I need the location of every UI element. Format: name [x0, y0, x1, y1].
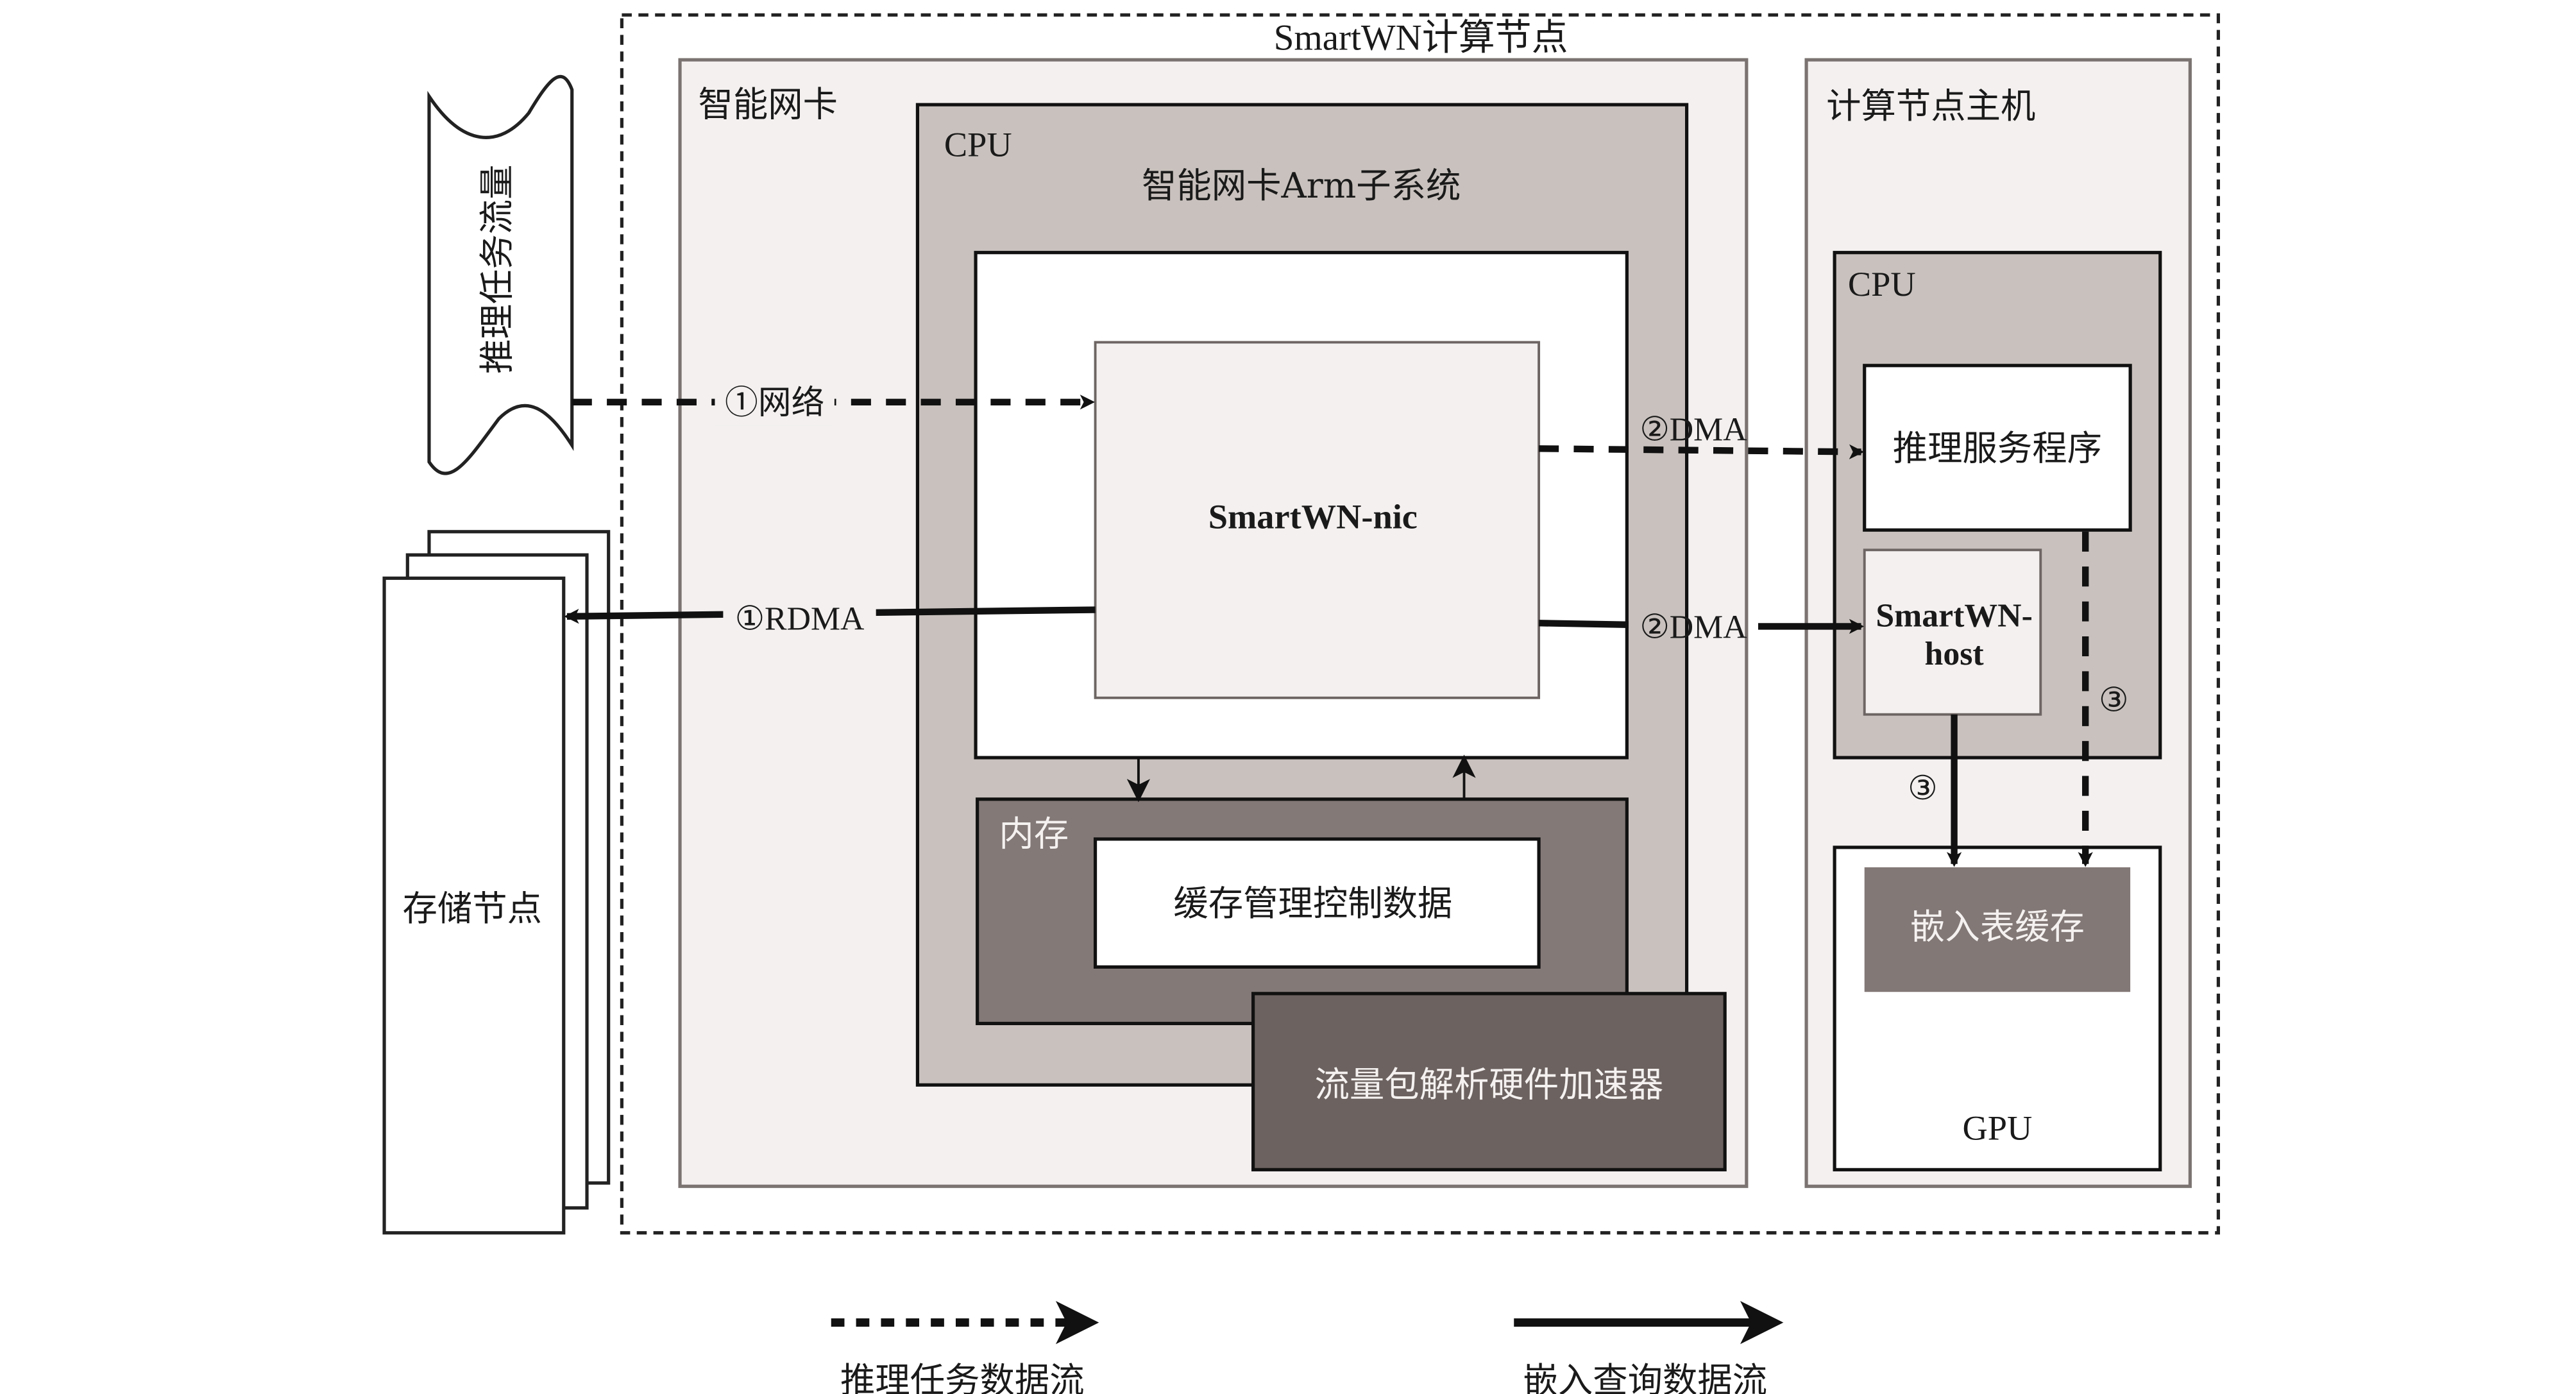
nic-memory-title: 内存 — [999, 813, 1069, 854]
dma-query-flow-line — [1538, 620, 1629, 629]
embedding-cache-box — [1864, 867, 2131, 992]
smartwn-node-title: SmartWN计算节点 — [1274, 18, 1568, 58]
smartwn-host-module — [1863, 548, 2042, 716]
smartwn-host-label-line2: host — [1925, 636, 1985, 672]
smartwn-node-boundary — [620, 13, 2220, 1235]
cache-control-data-label: 缓存管理控制数据 — [1173, 883, 1452, 924]
arm-subsystem-title: 智能网卡Arm子系统 — [1142, 166, 1461, 206]
embedding-cache-label: 嵌入表缓存 — [1910, 906, 2085, 947]
legend: 推理任务数据流 嵌入查询数据流 — [831, 1300, 1784, 1394]
cache-control-data-box — [1093, 837, 1541, 969]
step3-query-label: ③ — [1908, 770, 1937, 807]
network-flow-label: ①网络 — [725, 384, 824, 422]
storage-node — [382, 576, 566, 1235]
dma-task-flow-arrow — [1539, 444, 1865, 459]
traffic-source-label: 推理任务流量 — [477, 164, 517, 373]
dma-task-flow-label: ②DMA — [1640, 411, 1747, 448]
smart-nic-title: 智能网卡 — [699, 84, 838, 124]
storage-node-label: 存储节点 — [403, 888, 542, 929]
accelerator-label: 流量包解析硬件加速器 — [1315, 1064, 1664, 1105]
legend-query-flow-label: 嵌入查询数据流 — [1523, 1360, 1768, 1394]
rdma-flow-label: ①RDMA — [735, 601, 865, 638]
smartwn-nic-label: SmartWN-nic — [1208, 498, 1418, 536]
inference-service-label: 推理服务程序 — [1893, 428, 2102, 468]
step3-task-label: ③ — [2099, 683, 2128, 719]
gpu-title: GPU — [1963, 1109, 2033, 1148]
host-title: 计算节点主机 — [1826, 86, 2035, 126]
legend-task-flow-label: 推理任务数据流 — [840, 1360, 1085, 1394]
smartwn-nic-module — [1094, 341, 1541, 699]
dma-query-flow-label: ②DMA — [1640, 609, 1747, 646]
smartwn-host-label-line1: SmartWN- — [1876, 597, 2032, 634]
inference-service-box — [1863, 364, 2132, 532]
packet-parsing-accelerator — [1251, 992, 1727, 1171]
nic-cpu-title: CPU — [944, 125, 1012, 164]
host-cpu-title: CPU — [1848, 265, 1916, 303]
traffic-source-shape — [427, 74, 574, 475]
